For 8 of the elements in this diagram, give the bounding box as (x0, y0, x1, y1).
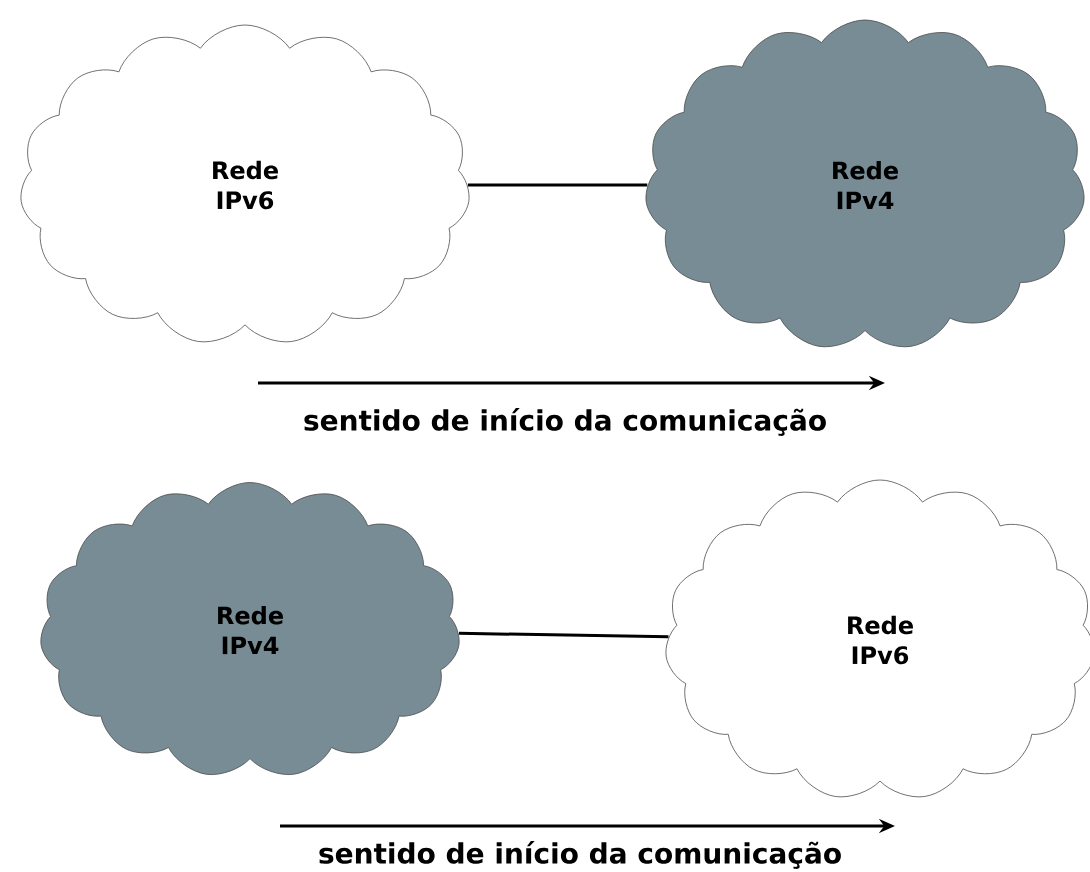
connector-line (458, 631, 669, 639)
cloud: Rede IPv6 (665, 479, 1090, 798)
connector-line (467, 183, 648, 187)
caption-text: sentido de início da comunicação (319, 841, 841, 869)
cloud: Rede IPv6 (20, 24, 470, 343)
cloud: Rede IPv4 (40, 482, 460, 775)
caption-text: sentido de início da comunicação (304, 408, 826, 436)
cloud: Rede IPv4 (645, 19, 1085, 348)
